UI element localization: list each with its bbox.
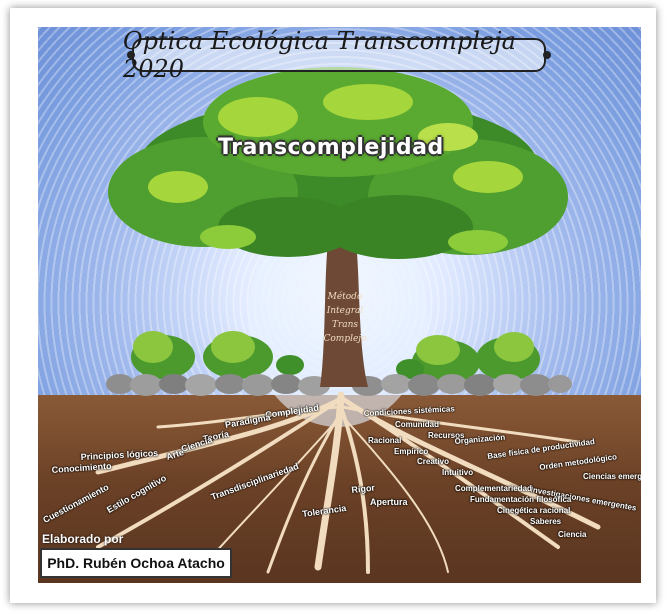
left-bushes: [131, 331, 304, 379]
author-name-box: PhD. Rubén Ochoa Atacho: [40, 548, 232, 578]
author-name: PhD. Rubén Ochoa Atacho: [47, 555, 225, 571]
root-label-ciencias-emergentes: Ciencias emergentes: [583, 472, 641, 481]
root-label-cinegetica: Cinegética racional: [497, 506, 571, 515]
roots: [95, 391, 601, 574]
trunk-label: Método Integral Trans Complejo: [320, 290, 370, 346]
root-label-comunidad: Comunidad: [395, 420, 439, 429]
trunk-line: Trans: [331, 320, 359, 330]
root-label-fundamentacion: Fundamentación filosófica: [470, 495, 572, 504]
poster: Optica Ecológica Transcompleja 2020 Tran…: [38, 27, 641, 583]
title-banner-frame: [127, 38, 551, 72]
foliage: [108, 67, 568, 259]
trunk: [320, 242, 368, 387]
trunk-line: Complejo: [323, 334, 367, 344]
root-label-empirico: Empírico: [394, 447, 429, 456]
root-label-saberes: Saberes: [530, 517, 562, 526]
root-label-intuitivo: Intuitivo: [442, 468, 474, 477]
tree-title: Transcomplejidad: [218, 135, 444, 160]
author-caption: Elaborado por: [42, 532, 124, 546]
banner-title: Optica Ecológica Transcompleja 2020: [123, 27, 516, 83]
trunk-line: Método: [327, 292, 363, 302]
root-label-recursos: Recursos: [428, 431, 465, 440]
root-label-apertura: Apertura: [370, 497, 408, 507]
root-label-ciencia-right: Ciencia: [558, 530, 587, 539]
root-label-creativo: Creativo: [417, 457, 450, 466]
title-banner: Optica Ecológica Transcompleja 2020: [123, 27, 555, 83]
stones: [106, 374, 572, 396]
tree-illustration: [95, 67, 601, 574]
trunk-line: Integral: [326, 306, 364, 316]
right-bushes: [396, 332, 540, 384]
root-label-complementariedad: Complementariedad: [455, 484, 532, 493]
root-label-racional: Racional: [368, 436, 402, 445]
